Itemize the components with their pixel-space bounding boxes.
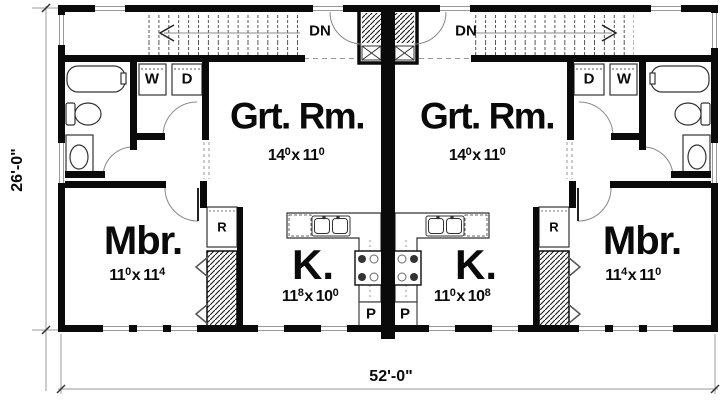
bathroom-left xyxy=(65,65,127,177)
master-door-arc-right xyxy=(577,187,612,222)
entry-door-arc-left xyxy=(329,11,363,45)
stair-down-label-left: DN xyxy=(309,22,331,40)
stair-arrow-left xyxy=(158,24,175,42)
cased-openings xyxy=(203,58,573,179)
kitchen-sink-right xyxy=(425,215,465,237)
kitchen-right xyxy=(392,212,490,327)
storage-right xyxy=(538,206,582,329)
dimension-lines xyxy=(32,3,720,394)
stair-arrow-right xyxy=(601,24,618,42)
stairs-right xyxy=(474,13,634,55)
washer-label-right: W xyxy=(616,70,632,88)
bifold-door-left-2 xyxy=(194,303,209,325)
party-wall xyxy=(381,5,395,339)
corner-cabinet-left xyxy=(288,214,312,237)
great-room-label-right: Grt. Rm. xyxy=(420,95,555,137)
shelf-closet-right xyxy=(395,13,414,43)
toilet-right xyxy=(674,102,702,126)
toilet-tank-right xyxy=(700,102,711,126)
tub-faucet-right xyxy=(649,72,656,85)
bathtub-left xyxy=(66,65,126,93)
bathtub-right xyxy=(650,65,710,93)
pantry-label-left: P xyxy=(365,305,377,323)
vanity-sink-left xyxy=(69,144,89,170)
dryer-label-right: D xyxy=(583,70,595,88)
bifold-door-left-1 xyxy=(194,256,209,278)
laundry-door-arc-left xyxy=(162,101,198,137)
master-label-left: Mbr. xyxy=(103,219,183,263)
shelf-closet-left xyxy=(362,13,381,43)
entry-door-arc-right xyxy=(413,11,447,45)
kitchen-sink-left xyxy=(311,215,351,237)
range-right xyxy=(392,250,422,286)
overall-width-dimension: 52'-0" xyxy=(369,368,413,385)
stair-down-label-right: DN xyxy=(455,22,477,40)
windows xyxy=(58,5,718,332)
overall-height-dimension: 26'-0" xyxy=(9,148,26,192)
refrigerator-label-left: R xyxy=(217,219,227,235)
washer-label-left: W xyxy=(144,70,160,88)
kitchen-label-right: K. xyxy=(455,241,497,288)
bifold-door-right-2 xyxy=(567,303,582,325)
laundry-left xyxy=(138,63,203,96)
range-left xyxy=(354,250,384,286)
closet-right xyxy=(538,250,570,329)
tub-faucet-left xyxy=(120,72,127,85)
vanity-sink-right xyxy=(687,144,707,170)
bathroom-right xyxy=(649,65,711,177)
refrigerator-label-right: R xyxy=(549,219,559,235)
pantry-label-right: P xyxy=(399,305,411,323)
master-door-arc-left xyxy=(164,187,199,222)
toilet-left xyxy=(74,102,102,126)
stairs-left xyxy=(142,13,302,55)
center-mech-closets xyxy=(357,8,419,65)
toilet-tank-left xyxy=(65,102,76,126)
laundry-right xyxy=(573,63,638,96)
great-room-label-left: Grt. Rm. xyxy=(230,95,365,137)
dryer-label-left: D xyxy=(181,70,193,88)
closet-left xyxy=(206,250,238,329)
corner-cabinet-right xyxy=(464,214,488,237)
door-arcs xyxy=(102,11,674,222)
laundry-door-arc-right xyxy=(578,101,614,137)
master-label-right: Mbr. xyxy=(602,219,682,263)
pantry-box-right xyxy=(392,301,418,327)
bifold-door-right-1 xyxy=(567,256,582,278)
kitchen-label-left: K. xyxy=(292,241,334,288)
